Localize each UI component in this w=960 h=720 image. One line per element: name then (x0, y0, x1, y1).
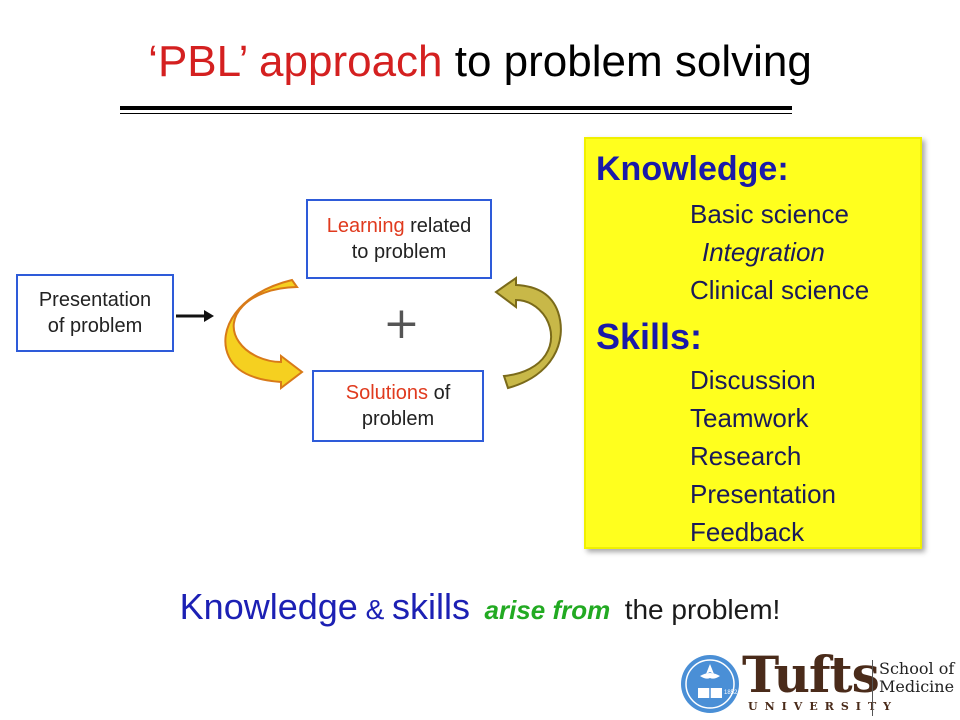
bottom-knowledge: Knowledge (179, 586, 358, 627)
bottom-skills: skills (392, 586, 471, 627)
logo-school-line1: School of (879, 659, 955, 678)
learning-box: Learning related to problem (306, 199, 492, 279)
bottom-the-problem: the problem! (624, 594, 781, 625)
logo-university: UNIVERSITY (748, 700, 898, 713)
bottom-arise-from: arise from (484, 595, 611, 625)
solutions-rest: of (428, 382, 451, 404)
logo-wordmark: Tufts (742, 645, 880, 704)
learning-line1: Learning related (327, 213, 472, 239)
title-underline-thick (120, 106, 792, 110)
solutions-box: Solutions of problem (312, 370, 484, 442)
knowledge-heading: Knowledge: (596, 150, 789, 188)
skills-item: Research (690, 441, 802, 471)
university-seal-icon: 1852 (681, 655, 739, 713)
skills-item: Feedback (690, 517, 805, 547)
curved-arrow-up-icon (494, 276, 562, 390)
logo-divider (872, 660, 873, 716)
title-black-part: to problem solving (442, 37, 812, 86)
knowledge-skills-panel: Knowledge: Basic science Integration Cli… (584, 137, 922, 549)
curved-arrow-down-icon (224, 278, 304, 391)
bottom-ampersand: & (357, 594, 393, 625)
logo-school: School of Medicine (879, 660, 954, 696)
title-underline-thin (120, 113, 792, 114)
title-red-part: ‘PBL’ approach (148, 37, 443, 86)
presentation-line2: of problem (47, 315, 143, 337)
skills-item: Teamwork (690, 403, 809, 433)
knowledge-item: Clinical science (690, 275, 870, 305)
skills-item: Presentation (690, 479, 836, 509)
learning-red-word: Learning (326, 215, 405, 237)
bottom-statement: Knowledge & skills arise from the proble… (0, 583, 960, 639)
solutions-line2: problem (361, 408, 435, 430)
presentation-box: Presentation of problem (16, 274, 174, 352)
slide-title: ‘PBL’ approach to problem solving (0, 36, 960, 88)
knowledge-item: Integration (702, 237, 825, 267)
solutions-line1: Solutions of (346, 380, 451, 406)
knowledge-item: Basic science (690, 199, 849, 229)
plus-icon: + (383, 298, 420, 349)
learning-rest: related (404, 215, 472, 237)
presentation-line1: Presentation (38, 289, 152, 311)
skills-item: Discussion (690, 365, 816, 395)
solutions-red-word: Solutions (345, 382, 429, 404)
learning-line2: to problem (351, 241, 447, 263)
skills-heading: Skills: (596, 316, 703, 357)
right-arrow-icon (176, 310, 214, 322)
logo-school-line2: Medicine (879, 677, 955, 696)
seal-year: 1852 (724, 690, 738, 696)
